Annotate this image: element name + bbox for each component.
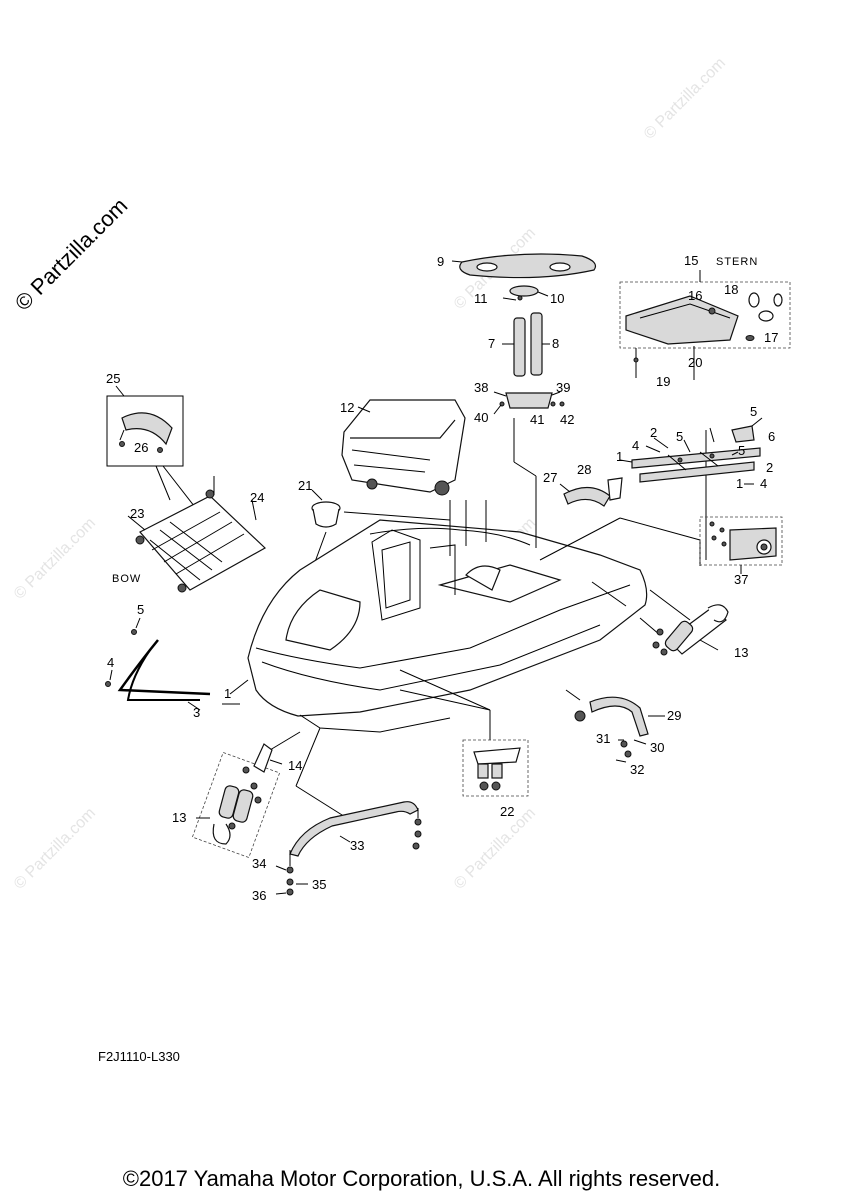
callout-2-right: 2 [766,460,773,475]
part-9-cover [451,253,597,279]
callout-numbers: 9 10 11 7 8 38 39 40 41 42 12 25 26 21 2… [106,253,778,903]
callout-28: 28 [577,462,591,477]
callout-26: 26 [134,440,148,455]
callout-39: 39 [556,380,570,395]
callout-31: 31 [596,731,610,746]
callout-7: 7 [488,336,495,351]
boat-hull [247,519,648,733]
callout-8: 8 [552,336,559,351]
callout-13-right: 13 [734,645,748,660]
callout-4-left: 4 [107,655,114,670]
callout-1-left: 1 [224,686,231,701]
callout-32: 32 [630,762,644,777]
diagram-code: F2J1110-L330 [98,1049,180,1064]
part-34-36-hardware [275,850,308,896]
callout-40: 40 [474,410,488,425]
part-10-mount [502,285,549,301]
callout-12: 12 [340,400,354,415]
callout-4-right: 4 [632,438,639,453]
watermark-faint: © Partzilla.com [641,55,729,143]
part-7-8-posts [502,312,550,377]
callout-5-mid: 5 [676,429,683,444]
watermark-faint: © Partzilla.com [11,805,99,893]
callout-36: 36 [252,888,266,903]
part-22-box [462,739,529,797]
part-33-handle [289,801,422,857]
callout-4-lower: 4 [760,476,767,491]
watermark-faint: © Partzilla.com [11,515,99,603]
callout-37: 37 [734,572,748,587]
callout-11: 11 [474,291,488,306]
callout-41: 41 [530,412,544,427]
part-27-28 [559,477,623,507]
callout-25: 25 [106,371,120,386]
part-13-left [191,743,283,859]
callout-42: 42 [560,412,574,427]
callout-19: 19 [656,374,670,389]
callout-20: 20 [688,355,702,370]
callout-5-top: 5 [750,404,757,419]
callout-1-right: 1 [616,449,623,464]
callout-27: 27 [543,470,557,485]
part-1-3-left-strip [105,617,211,711]
callout-3: 3 [193,705,200,720]
label-bow: BOW [112,573,141,585]
part-23-ladder [127,476,267,593]
part-38-42-base [493,391,565,415]
callout-14: 14 [288,758,302,773]
callout-13-left: 13 [172,810,186,825]
callout-29: 29 [667,708,681,723]
part-25-box [106,385,206,521]
watermark-main: © Partzilla.com [10,193,133,316]
callout-24: 24 [250,490,264,505]
callout-21: 21 [298,478,312,493]
callout-35: 35 [312,877,326,892]
callout-6: 6 [768,429,775,444]
part-1-6-brackets [619,417,763,485]
leader-lines [222,418,715,821]
callout-9: 9 [437,254,444,269]
part-13-right [652,604,729,656]
callout-23: 23 [130,506,144,521]
callout-38: 38 [474,380,488,395]
part-12-cooler [341,399,466,496]
callout-17: 17 [764,330,778,345]
part-37-box [699,516,783,574]
callout-5-left: 5 [137,602,144,617]
watermark-faint: © Partzilla.com [451,805,539,893]
copyright-notice: ©2017 Yamaha Motor Corporation, U.S.A. A… [122,1166,721,1191]
callout-2-top: 2 [650,425,657,440]
callout-16: 16 [688,288,702,303]
callout-1-lower: 1 [736,476,743,491]
callout-22: 22 [500,804,514,819]
callout-10: 10 [550,291,564,306]
callout-18: 18 [724,282,738,297]
part-15-stern-box [619,270,791,380]
callout-33: 33 [350,838,364,853]
part-30-32-hardware [615,759,627,763]
callout-30: 30 [650,740,664,755]
callout-15: 15 [684,253,698,268]
callout-5-right: 5 [738,443,745,458]
callout-34: 34 [252,856,266,871]
label-stern: STERN [716,256,758,268]
part-29-handle [574,696,665,758]
